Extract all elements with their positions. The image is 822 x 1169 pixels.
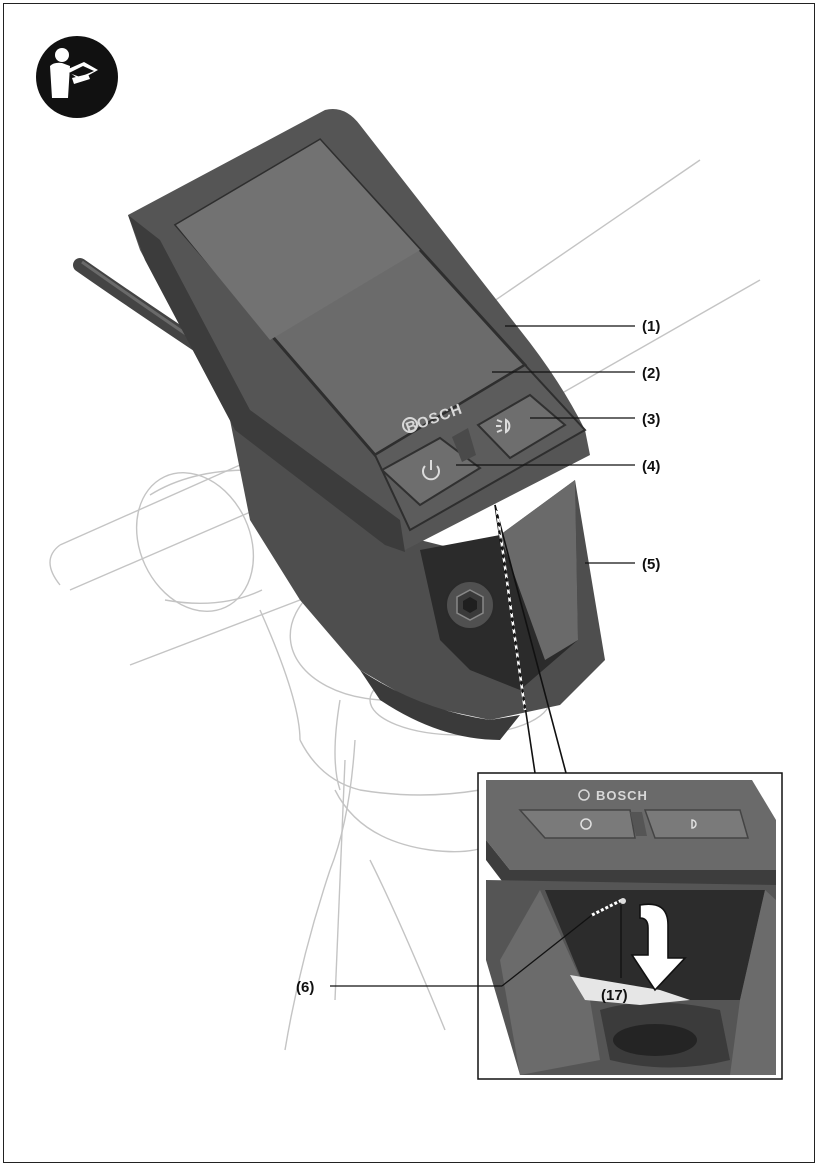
callout-5: (5)	[642, 556, 660, 573]
callout-3: (3)	[642, 411, 660, 428]
callout-17: (17)	[601, 987, 628, 1004]
detail-inset: BOSCH	[478, 773, 782, 1079]
callout-4: (4)	[642, 458, 660, 475]
callout-6: (6)	[296, 979, 314, 996]
callout-1: (1)	[642, 318, 660, 335]
read-instructions-icon	[36, 36, 118, 118]
detail-brand: BOSCH	[596, 788, 648, 803]
callout-2: (2)	[642, 365, 660, 382]
bike-computer-device: BOSCH	[128, 109, 605, 740]
